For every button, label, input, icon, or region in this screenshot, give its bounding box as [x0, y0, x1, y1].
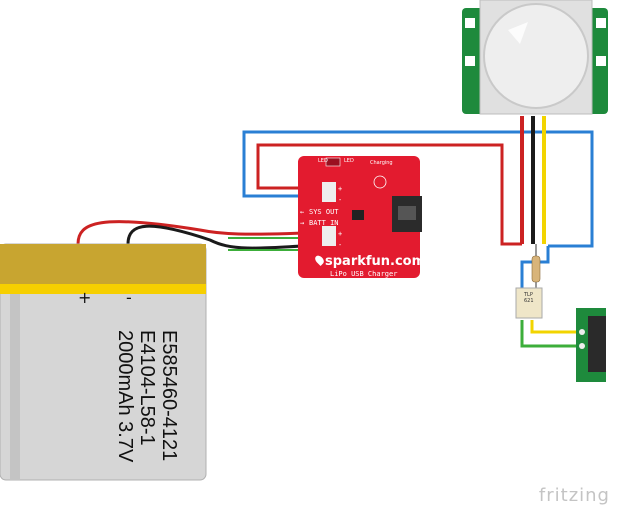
battery-label-line-3: 2000mAh 3.7V	[114, 330, 136, 463]
fritzing-watermark: fritzing	[538, 485, 610, 506]
battery-plus-sign: +	[78, 288, 92, 307]
charger-led	[325, 157, 341, 167]
optocoupler	[515, 255, 543, 319]
pir-mount-hole-tr	[596, 18, 606, 28]
battery-gold-band	[0, 244, 206, 284]
battery-yellow-stripe	[0, 284, 206, 294]
pir-mount-hole-bl	[465, 56, 475, 66]
opto-body	[515, 287, 543, 319]
charger-charging-led	[373, 175, 387, 189]
pin-label-batt-in: BATT IN	[309, 219, 339, 227]
charger-brand-text: sparkfun.com	[325, 254, 426, 269]
pir-mount-hole-tl	[465, 18, 475, 28]
audio-jack-board	[576, 308, 606, 382]
opto-label-line-2: 621	[524, 298, 534, 304]
pir-dome	[483, 3, 589, 109]
battery-shadow	[10, 294, 20, 480]
resistor	[531, 255, 541, 283]
charger-subtitle: LiPo USB Charger	[330, 270, 398, 278]
pir-dome-highlight	[508, 22, 528, 44]
opto-label-line-1: TLP	[524, 292, 533, 298]
wire-yellow-jack	[530, 320, 580, 334]
lipo-charger-board	[298, 156, 422, 278]
wire-battery-black	[126, 224, 331, 250]
charger-led-label-1: LED	[318, 158, 328, 164]
charger-charging-label: Charging	[370, 160, 393, 166]
charger-led-label-2: LED	[344, 158, 354, 164]
wire-blue-top-loop	[242, 130, 594, 248]
sparkfun-flame-icon	[313, 253, 326, 267]
charger-terminal-top	[322, 182, 336, 202]
jack-pad-1	[579, 329, 585, 335]
charger-terminal-bottom	[322, 226, 336, 246]
pin-arrow-sys: ←	[300, 208, 305, 216]
pin-label-sys-out: SYS OUT	[309, 208, 339, 216]
jack-pad-2	[579, 343, 585, 349]
usb-connector-inner	[398, 206, 416, 220]
battery-label: E585460-4121 E4104-L58-1 2000mAh 3.7V	[40, 300, 200, 490]
pin-sign-3: +	[338, 230, 343, 238]
wire-red-top-loop	[256, 143, 522, 246]
pin-sign-2: -	[338, 196, 343, 204]
pin-arrow-batt: →	[300, 219, 305, 227]
wire-battery-red	[76, 220, 331, 245]
battery-minus-sign: -	[126, 288, 132, 307]
pin-sign-1: +	[338, 185, 343, 193]
pir-mount-hole-br	[596, 56, 606, 66]
pir-sensor	[462, 0, 608, 115]
battery-label-line-1: E585460-4121	[158, 330, 180, 462]
charger-brand: sparkfun.com	[313, 253, 426, 269]
opto-label: TLP 621	[524, 292, 534, 304]
battery-label-line-2: E4104-L58-1	[136, 330, 158, 446]
jack-body	[588, 316, 606, 372]
pin-sign-4: -	[338, 241, 343, 249]
lipo-battery	[0, 243, 207, 481]
charger-chip	[352, 210, 364, 220]
wire-green-jack	[520, 320, 580, 348]
